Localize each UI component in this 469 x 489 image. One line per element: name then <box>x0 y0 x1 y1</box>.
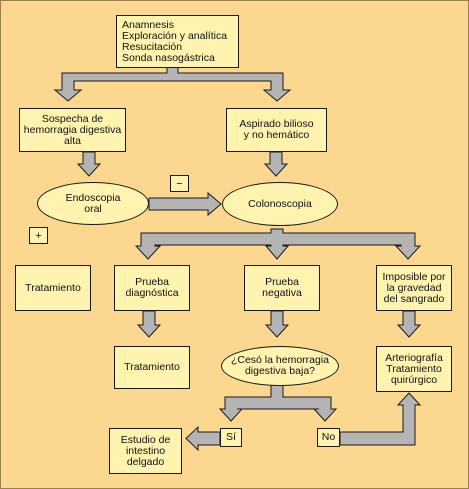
arrow-colonoscopy-split <box>134 228 422 260</box>
treatment-left-box: Tratamiento <box>15 265 91 311</box>
no-answer-box: No <box>317 428 340 447</box>
arrow-diagnostic-treatment <box>136 310 162 338</box>
impossible-severity-box: Imposible por la gravedad del sangrado <box>376 265 452 311</box>
yes-answer-box: Sí <box>220 428 242 447</box>
oral-endoscopy-node: Endoscopia oral <box>37 182 149 225</box>
arrow-yes-smallbowel <box>185 425 221 452</box>
suspect-upper-gi-bleed-box: Sospecha de hemorragia digestiva alta <box>19 108 126 152</box>
arrow-endoscopy-colonoscopy <box>148 191 222 217</box>
small-bowel-study-box: Estudio de intestino delgado <box>109 428 182 474</box>
arrow-question-split <box>218 383 338 422</box>
treatment-mid-box: Tratamiento <box>114 346 190 389</box>
arrow-impossible-arteriography <box>396 310 422 338</box>
minus-sign: − <box>170 175 189 192</box>
arteriography-surgery-box: Arteriografía Tratamiento quirúrgico <box>376 346 452 392</box>
plus-sign: + <box>29 227 48 244</box>
initial-assessment-box: Anamnesis Exploración y analítica Resuci… <box>116 15 239 68</box>
arrow-initial-split <box>53 66 292 102</box>
diagnostic-test-box: Prueba diagnóstica <box>114 265 190 311</box>
arrow-suspect-endoscopy <box>76 151 102 177</box>
colonoscopy-node: Colonoscopia <box>222 182 338 226</box>
bilious-aspirate-box: Aspirado bilioso y no hemático <box>226 108 327 152</box>
arrow-negative-question <box>264 310 290 338</box>
bleeding-stopped-question: ¿Cesó la hemorragia digestiva baja? <box>221 346 339 386</box>
negative-test-box: Prueba negativa <box>244 265 320 311</box>
arrow-no-arteriography <box>339 392 422 446</box>
arrow-bilious-colonoscopy <box>263 151 289 177</box>
